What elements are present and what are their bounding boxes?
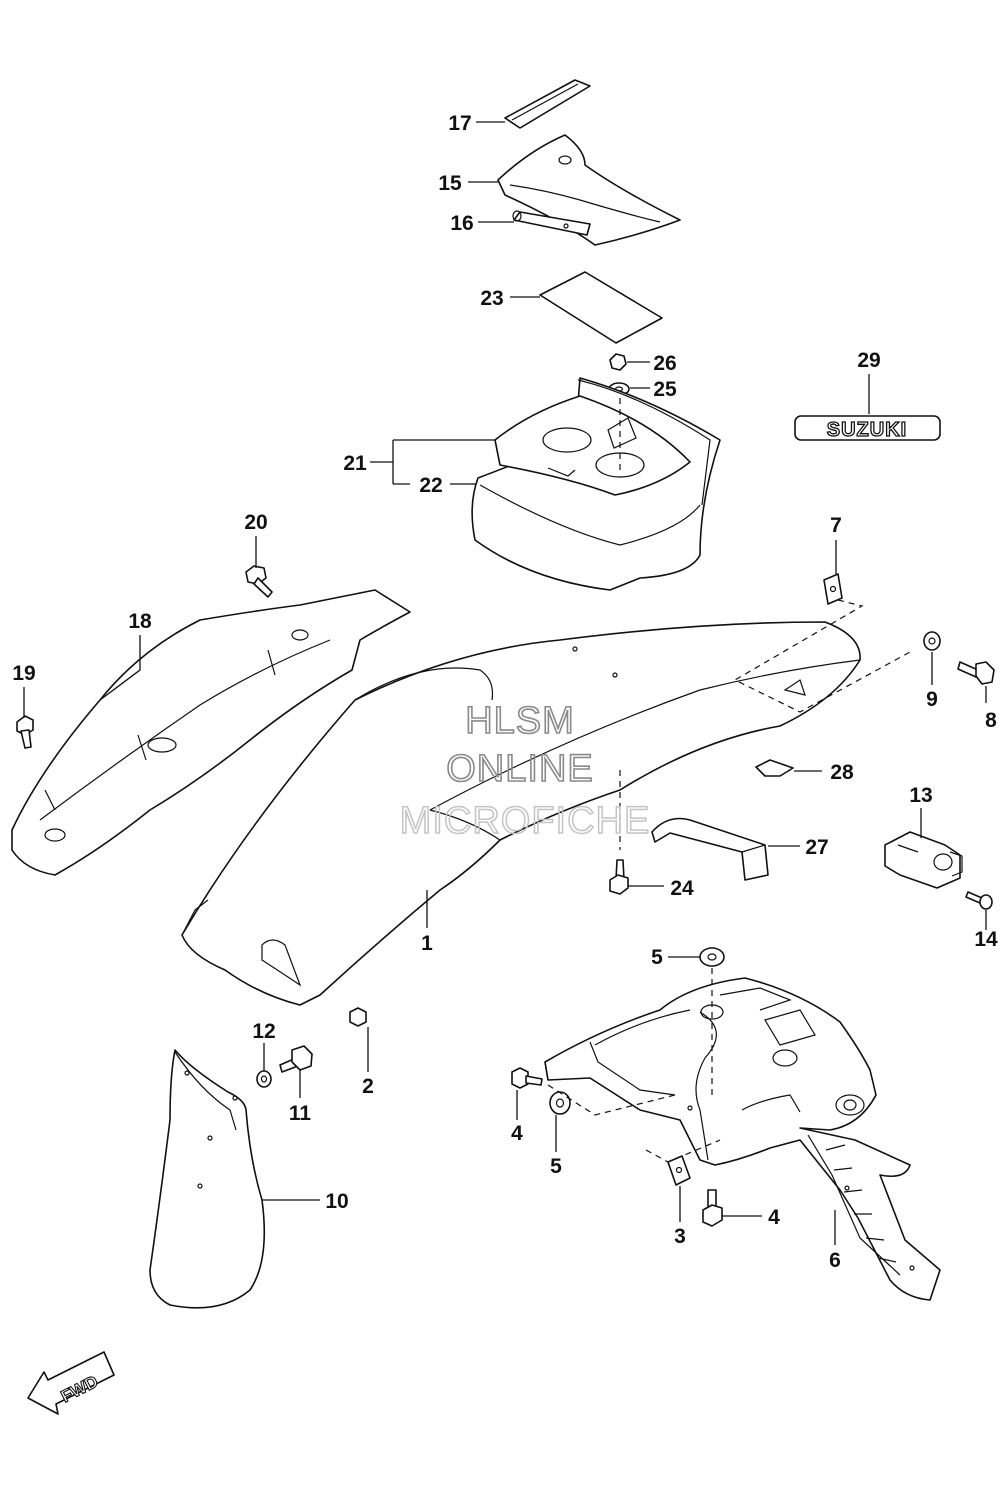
part-9-washer[interactable] (923, 631, 941, 651)
callout-29[interactable]: 29 (857, 349, 880, 372)
part-26-nut[interactable] (609, 353, 627, 371)
part-2-bolt[interactable] (349, 1007, 367, 1027)
callout-numbers: 17 15 16 23 26 25 29 21 22 20 7 18 19 9 … (12, 112, 998, 1272)
part-5-washer-top[interactable] (699, 947, 725, 967)
part-29-emblem[interactable]: SUZUKI (794, 415, 941, 442)
callout-11[interactable]: 11 (289, 1102, 312, 1125)
callout-5-bottom[interactable]: 5 (550, 1155, 562, 1178)
part-18-side-cover[interactable] (11, 589, 411, 876)
callout-1[interactable]: 1 (421, 932, 433, 955)
assembly-dashed-lines (547, 398, 911, 1163)
part-1-rear-fender[interactable] (181, 621, 861, 1006)
part-12-washer[interactable] (256, 1070, 272, 1088)
callout-13[interactable]: 13 (909, 784, 932, 807)
callout-26[interactable]: 26 (653, 352, 676, 375)
part-3-clip-nut[interactable] (667, 1155, 691, 1186)
callout-8[interactable]: 8 (985, 709, 997, 732)
part-24-bolt[interactable] (609, 859, 629, 895)
callout-2[interactable]: 2 (362, 1075, 374, 1098)
callout-4-left[interactable]: 4 (511, 1122, 523, 1145)
callout-6[interactable]: 6 (829, 1249, 841, 1272)
part-5-washer-bottom[interactable] (549, 1091, 571, 1115)
callout-20[interactable]: 20 (244, 511, 267, 534)
part-7-clip-nut[interactable] (823, 573, 843, 605)
callout-18[interactable]: 18 (128, 610, 152, 633)
callout-9[interactable]: 9 (926, 688, 938, 711)
callout-10[interactable]: 10 (325, 1190, 348, 1213)
watermark-line-2: ONLINE (446, 748, 593, 790)
callout-15[interactable]: 15 (438, 172, 462, 195)
callout-3[interactable]: 3 (674, 1225, 686, 1248)
callout-5-top[interactable]: 5 (651, 946, 663, 969)
part-20-bolt[interactable] (245, 565, 273, 598)
callout-23[interactable]: 23 (480, 287, 503, 310)
part-4-bolt-left[interactable] (511, 1067, 543, 1089)
part-13-relay-holder[interactable] (884, 831, 963, 889)
part-23-manual[interactable] (539, 271, 663, 344)
part-11-bolt[interactable] (279, 1045, 313, 1073)
part-28-cushion[interactable] (755, 759, 794, 777)
callout-12[interactable]: 12 (252, 1020, 275, 1043)
leader-lines (23, 121, 987, 1245)
callout-14[interactable]: 14 (974, 928, 998, 951)
callout-21[interactable]: 21 (343, 452, 367, 475)
part-6-rear-fender-bracket[interactable] (544, 977, 941, 1301)
callout-24[interactable]: 24 (670, 877, 694, 900)
part-27-handle[interactable] (651, 817, 769, 881)
part-8-bolt[interactable] (957, 661, 995, 685)
watermark-line-1: HLSM (465, 700, 575, 742)
part-17-band[interactable] (504, 79, 591, 129)
part-14-screw[interactable] (965, 891, 993, 910)
part-10-mud-flap[interactable] (149, 1049, 266, 1309)
callout-16[interactable]: 16 (450, 212, 473, 235)
emblem-text: SUZUKI (827, 419, 907, 441)
callout-17[interactable]: 17 (448, 112, 471, 135)
watermark-line-3: MICROFICHE (400, 800, 651, 842)
part-16-tool[interactable] (512, 210, 591, 236)
callout-22[interactable]: 22 (419, 474, 442, 497)
callout-19[interactable]: 19 (12, 662, 35, 685)
forward-direction-arrow: FWD (27, 1351, 115, 1415)
callout-7[interactable]: 7 (830, 514, 842, 537)
callout-25[interactable]: 25 (653, 378, 677, 401)
callout-4-bottom[interactable]: 4 (768, 1206, 780, 1229)
watermark: HLSM ONLINE MICROFICHE (399, 699, 651, 843)
part-4-bolt-bottom[interactable] (702, 1189, 723, 1227)
callout-27[interactable]: 27 (805, 836, 828, 859)
part-19-bolt[interactable] (16, 715, 34, 749)
callout-28[interactable]: 28 (830, 761, 854, 784)
